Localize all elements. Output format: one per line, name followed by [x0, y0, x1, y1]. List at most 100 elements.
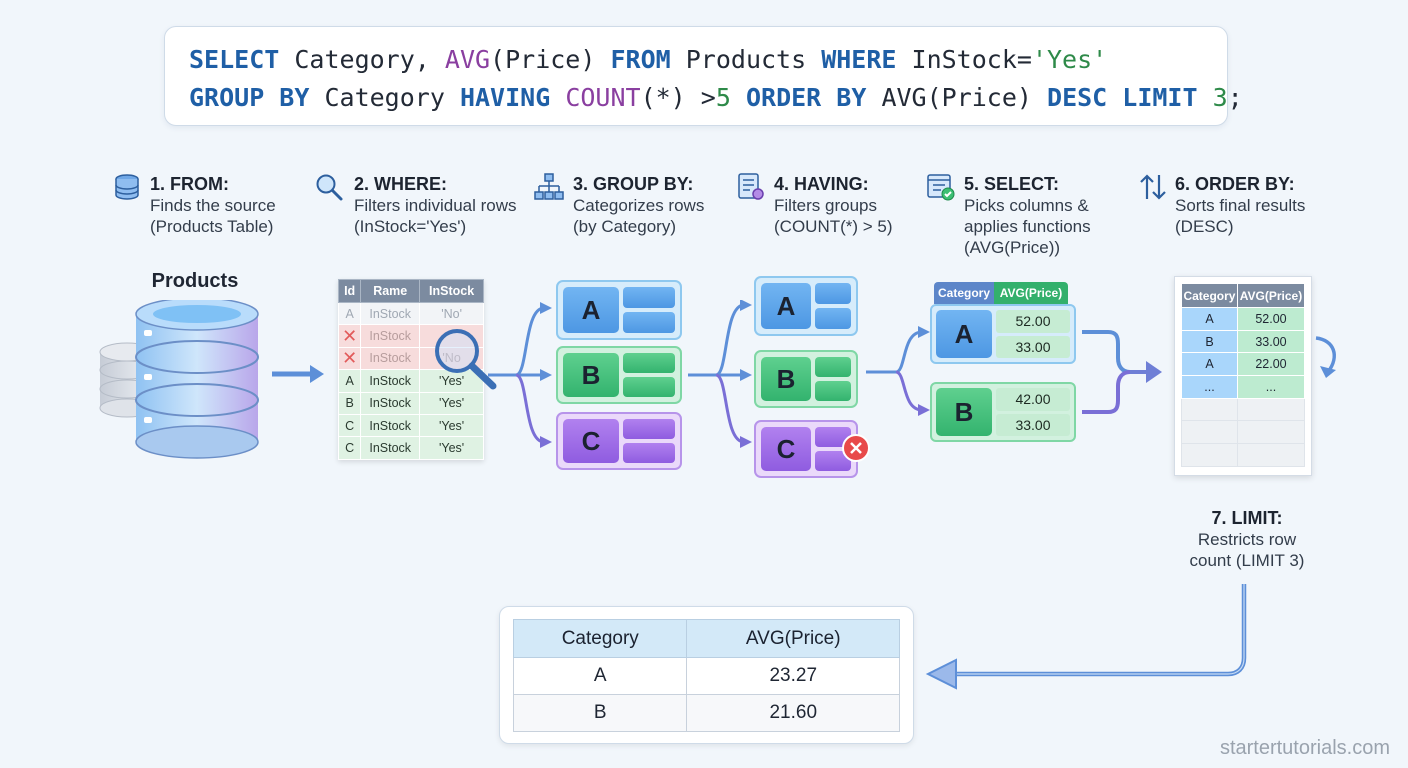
group-b-box: B [556, 346, 682, 404]
sql-query-box: SELECT Category, AVG(Price) FROM Product… [164, 26, 1243, 126]
table-cell: A [1181, 352, 1238, 377]
table-cell: 'Yes' [419, 413, 484, 438]
sql-token: (Price) [490, 45, 611, 74]
table-cell: A [337, 369, 362, 393]
table-cell: 22.00 [1236, 352, 1306, 377]
table-cell: InStock [360, 391, 421, 415]
table-cell: 'No' [419, 301, 484, 326]
sort-arrows-icon [1140, 174, 1166, 200]
step-select-desc: (AVG(Price)) [964, 238, 1061, 257]
sql-token: Category, [279, 45, 445, 74]
select-header-avg-price: AVG(Price) [994, 282, 1068, 304]
sql-token: AVG(Price) [866, 83, 1048, 112]
step-where-title: 2. WHERE: [354, 174, 448, 194]
sql-token: GROUP BY [189, 83, 310, 112]
step-limit: 7. LIMIT: Restricts row count (LIMIT 3) [1176, 508, 1318, 571]
having-group-a-box: A [754, 276, 858, 336]
table-cell: InStock [360, 413, 421, 438]
step-from-desc: (Products Table) [150, 217, 274, 236]
step-select: 5. SELECT: Picks columns & applies funct… [964, 174, 1091, 258]
group-letter: B [563, 353, 619, 397]
reject-x-icon [842, 434, 870, 462]
order-header-category: Category [1181, 283, 1238, 308]
avg-value: 33.00 [996, 413, 1070, 436]
reject-x-icon: ✕ [337, 346, 362, 371]
result-header-avg-price: AVG(Price) [686, 619, 900, 658]
sql-token: HAVING [459, 83, 551, 112]
step-order-by: 6. ORDER BY: Sorts final results (DESC) [1175, 174, 1305, 237]
sql-token: (*) > [640, 83, 716, 112]
table-cell: B [512, 694, 688, 732]
sql-token: ORDER BY [745, 83, 867, 112]
step-limit-desc: Restricts row [1197, 530, 1297, 549]
avg-value: 33.00 [996, 335, 1070, 358]
group-letter: A [563, 287, 619, 333]
step-from-desc: Finds the source [150, 196, 276, 215]
sql-token: SELECT [189, 45, 280, 74]
sql-token [550, 83, 565, 112]
step-order-desc: (DESC) [1175, 217, 1234, 236]
table-row-empty [1181, 420, 1306, 445]
table-row-empty [1181, 397, 1306, 422]
having-group-c-box: C [754, 420, 858, 478]
sql-token: DESC LIMIT [1047, 83, 1198, 112]
checklist-icon [927, 174, 955, 201]
table-cell [419, 324, 484, 348]
sql-token: Category [309, 83, 460, 112]
step-order-desc: Sorts final results [1175, 196, 1306, 215]
table-cell: A [512, 657, 688, 695]
step-select-desc: Picks columns & [964, 196, 1089, 215]
table-cell: InStock [360, 346, 421, 371]
products-label: Products [151, 270, 239, 292]
group-letter: B [936, 388, 992, 436]
reject-x-icon: ✕ [337, 324, 362, 348]
table-cell: A [337, 301, 362, 326]
avg-value: 42.00 [996, 388, 1070, 411]
step-group-desc: (by Category) [573, 217, 676, 236]
fork-arrow [688, 300, 752, 448]
group-a-box: A [556, 280, 682, 340]
sql-token: 5 [715, 83, 731, 112]
hierarchy-icon [534, 173, 564, 200]
table-row-rejected: ✕InStock [337, 324, 484, 348]
sql-token: ; [1227, 83, 1243, 112]
select-header-category: Category [934, 282, 994, 304]
merge-arrow [1082, 330, 1162, 414]
table-cell: InStock [360, 301, 421, 326]
select-group-a: A 52.00 33.00 [930, 304, 1076, 364]
where-header-id: Id [337, 279, 362, 303]
sql-token: WHERE [821, 45, 897, 74]
sql-token: InStock= [896, 45, 1032, 74]
step-from: 1. FROM: Finds the source (Products Tabl… [150, 174, 276, 237]
sql-token: COUNT [565, 83, 641, 112]
table-cell: InStock [360, 436, 421, 460]
step-order-title: 6. ORDER BY: [1175, 174, 1295, 194]
step-group-desc: Categorizes rows [573, 196, 705, 215]
step-select-title: 5. SELECT: [964, 174, 1060, 194]
group-letter: A [761, 283, 811, 329]
database-icon [115, 174, 139, 200]
table-cell: 21.60 [686, 694, 900, 732]
result-header-category: Category [512, 619, 688, 658]
flow-arrow [272, 365, 324, 383]
magnifier-icon [435, 329, 497, 390]
table-cell: 52.00 [1236, 307, 1306, 331]
table-row-empty [1181, 443, 1306, 467]
group-c-box: C [556, 412, 682, 470]
step-select-desc: applies functions [964, 217, 1091, 236]
step-group-by: 3. GROUP BY: Categorizes rows (by Catego… [573, 174, 704, 237]
table-cell: B [1181, 329, 1238, 354]
where-header-instock: InStock [419, 279, 484, 303]
having-group-b-box: B [754, 350, 858, 408]
